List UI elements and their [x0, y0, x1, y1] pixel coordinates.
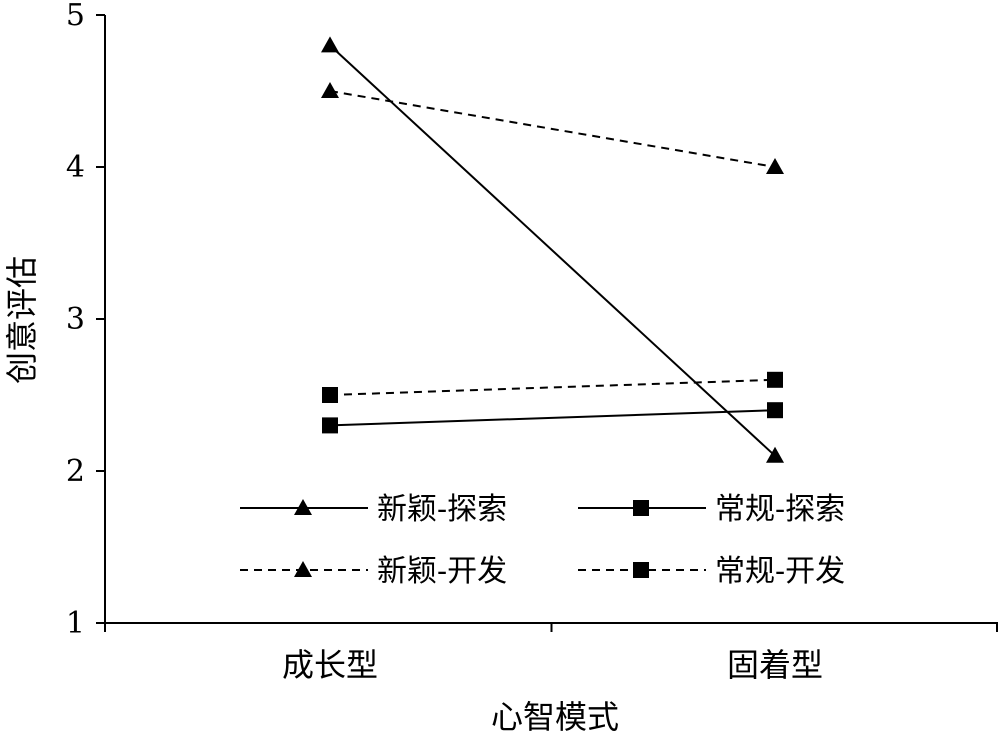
x-tick-labels: 成长型 固着型 [282, 646, 823, 684]
series-line [329, 90, 776, 168]
y-tick-label: 1 [66, 606, 85, 641]
series-line [329, 378, 776, 396]
legend-marker [633, 562, 649, 578]
legend-item: 常规-开发 [578, 554, 845, 589]
series-group [321, 36, 784, 463]
legend-marker [294, 561, 312, 577]
data-point [321, 36, 339, 53]
data-point [322, 417, 338, 434]
data-point [767, 371, 783, 388]
legend-marker [294, 499, 312, 515]
legend-label: 新颖-探索 [377, 492, 507, 527]
data-point [766, 446, 784, 463]
legend-label: 常规-探索 [715, 492, 845, 527]
series-常规-探索 [322, 402, 783, 434]
y-tick-label: 4 [66, 150, 85, 185]
axes [96, 14, 998, 632]
legend-item: 新颖-开发 [240, 554, 507, 589]
series-新颖-开发 [321, 82, 784, 174]
y-axis-label: 创意评估 [3, 256, 41, 384]
y-tick-labels: 1 2 3 4 5 [66, 0, 85, 641]
series-新颖-探索 [321, 36, 784, 463]
series-line [329, 44, 776, 457]
legend-item: 常规-探索 [578, 492, 845, 527]
series-line [329, 409, 776, 427]
data-point [766, 158, 784, 174]
legend-marker [633, 500, 649, 516]
legend-label: 新颖-开发 [377, 554, 507, 589]
x-tick-label: 成长型 [282, 646, 378, 684]
x-tick-label: 固着型 [727, 646, 823, 684]
data-point [767, 402, 783, 419]
legend-label: 常规-开发 [715, 554, 845, 589]
y-tick-label: 5 [66, 0, 85, 33]
data-point [322, 387, 338, 403]
y-tick-label: 2 [66, 454, 85, 489]
series-常规-开发 [322, 371, 783, 403]
x-axis-label: 心智模式 [491, 698, 619, 736]
legend-item: 新颖-探索 [240, 492, 507, 527]
data-point [321, 82, 339, 98]
y-tick-label: 3 [66, 302, 85, 337]
